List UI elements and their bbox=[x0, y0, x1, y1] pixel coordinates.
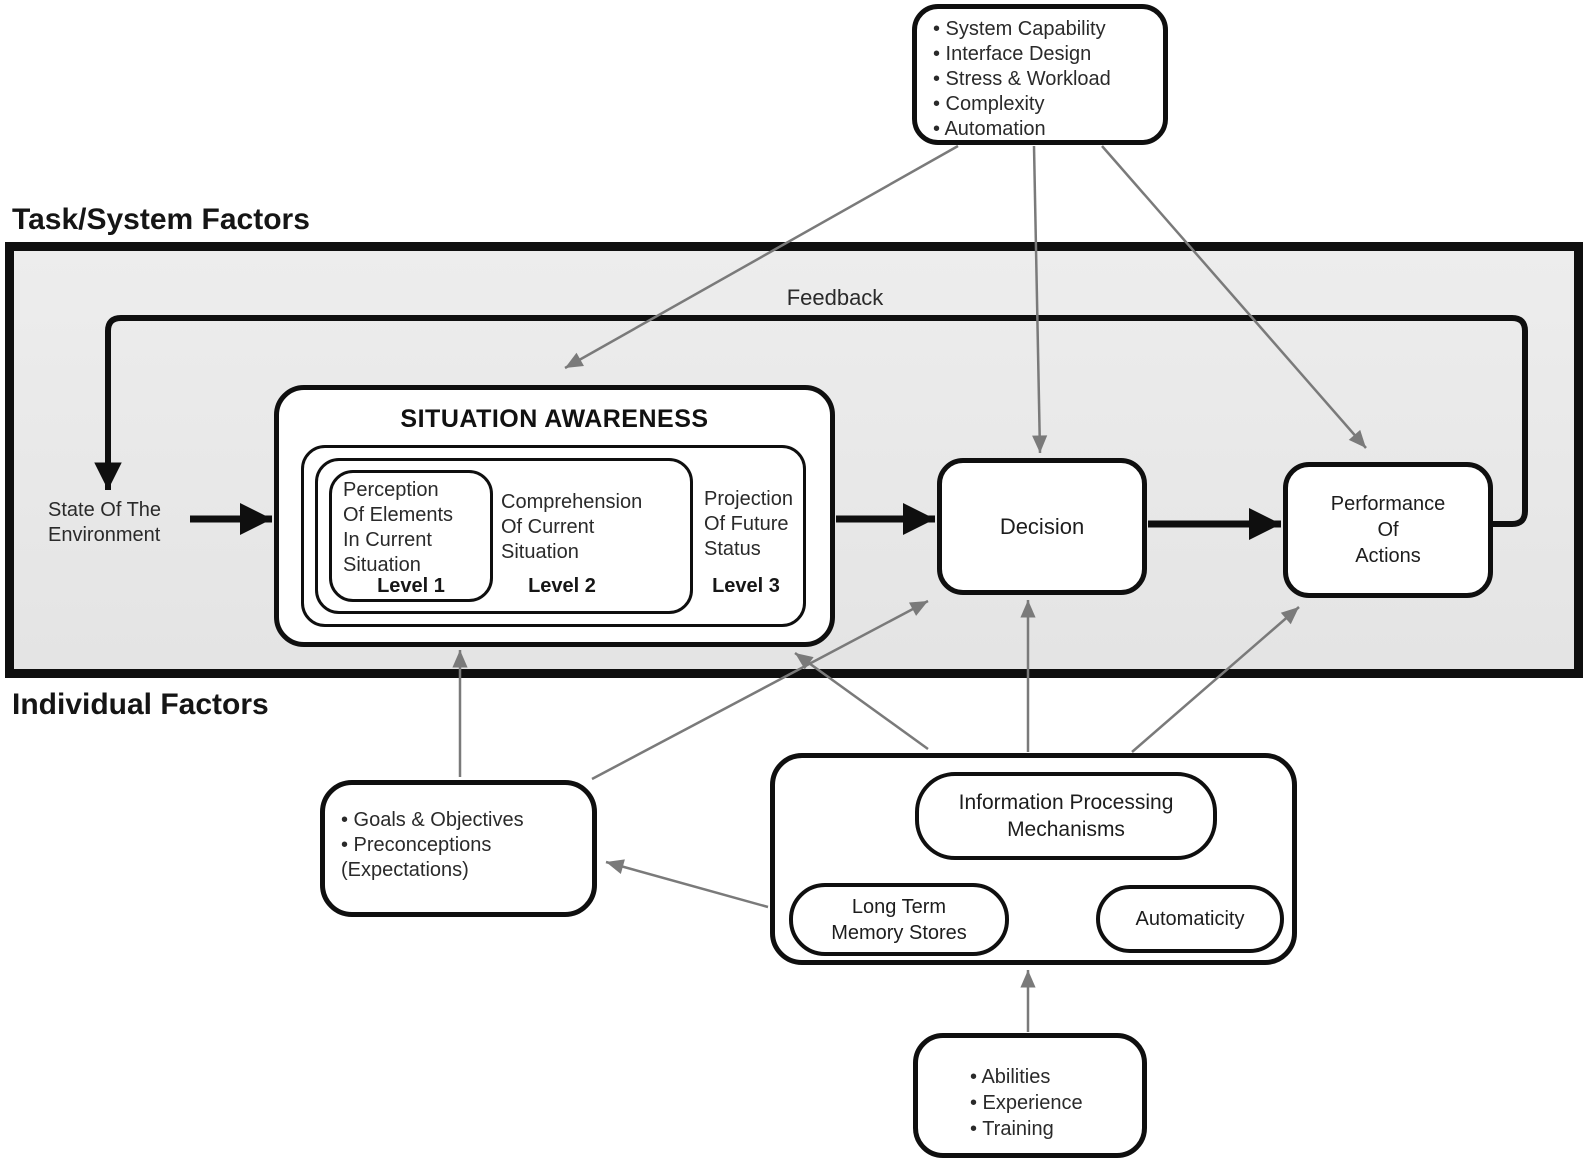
list-item: • System Capability bbox=[933, 18, 1106, 40]
arrow-mechanisms-to-goals bbox=[605, 859, 769, 909]
automaticity-label: Automaticity bbox=[1135, 907, 1245, 930]
list-item: • Goals & Objectives bbox=[341, 809, 524, 831]
information-processing-label: Information Processing Mechanisms bbox=[958, 791, 1174, 841]
state-of-environment-label: State Of The Environment bbox=[48, 499, 162, 546]
level2-text: Comprehension Of Current Situation bbox=[501, 491, 643, 563]
list-item: • Experience bbox=[970, 1092, 1083, 1114]
list-item: • Stress & Workload bbox=[933, 68, 1111, 90]
decision-label: Decision bbox=[999, 513, 1085, 539]
list-item: • Interface Design bbox=[933, 43, 1092, 65]
long-term-memory-box: Long Term Memory Stores bbox=[789, 883, 1009, 956]
task-system-factors-label: Task/System Factors bbox=[12, 203, 310, 236]
long-term-memory-label: Long Term Memory Stores bbox=[831, 895, 967, 944]
list-item: • Complexity bbox=[933, 93, 1045, 115]
situation-awareness-title: SITUATION AWARENESS bbox=[400, 405, 709, 433]
list-item: • Abilities bbox=[970, 1066, 1051, 1088]
level3-text: Projection Of Future Status bbox=[704, 488, 793, 560]
abilities-list: • Abilities • Experience • Training bbox=[970, 1064, 1134, 1142]
level1-text: Perception Of Elements In Current Situat… bbox=[343, 479, 454, 576]
level3-label: Level 3 bbox=[712, 575, 780, 597]
list-item: (Expectations) bbox=[341, 859, 469, 881]
performance-box: Performance Of Actions bbox=[1283, 462, 1493, 598]
goals-box: • Goals & Objectives • Preconceptions (E… bbox=[320, 780, 597, 917]
list-item: • Automation bbox=[933, 118, 1046, 140]
automaticity-box: Automaticity bbox=[1096, 885, 1284, 953]
goals-list: • Goals & Objectives • Preconceptions (E… bbox=[341, 808, 584, 883]
level2-label: Level 2 bbox=[528, 575, 596, 597]
feedback-label: Feedback bbox=[786, 285, 884, 310]
information-processing-box: Information Processing Mechanisms bbox=[915, 772, 1217, 860]
situation-awareness-box: SITUATION AWARENESS Perception Of Elemen… bbox=[274, 385, 835, 647]
decision-box: Decision bbox=[937, 458, 1147, 595]
system-factors-list: • System Capability • Interface Design •… bbox=[933, 17, 1155, 142]
level1-label: Level 1 bbox=[377, 575, 445, 597]
list-item: • Preconceptions bbox=[341, 834, 492, 856]
performance-label: Performance Of Actions bbox=[1330, 493, 1446, 567]
system-factors-box: • System Capability • Interface Design •… bbox=[912, 4, 1168, 145]
individual-mechanisms-box: Information Processing Mechanisms Long T… bbox=[770, 753, 1297, 965]
individual-factors-label: Individual Factors bbox=[12, 688, 269, 721]
list-item: • Training bbox=[970, 1118, 1054, 1140]
abilities-box: • Abilities • Experience • Training bbox=[913, 1033, 1147, 1158]
